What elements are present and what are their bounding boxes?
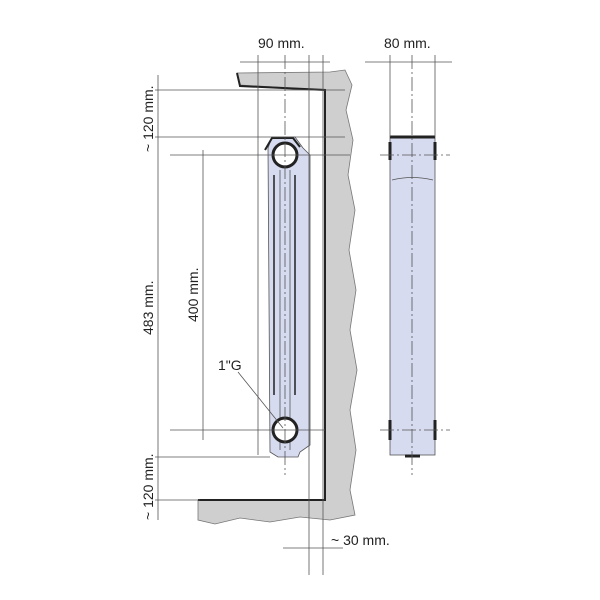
wall-gap-label: ~ 30 mm.	[331, 532, 390, 548]
radiator-side-view	[264, 136, 311, 458]
depth-front-label: 80 mm.	[384, 35, 431, 51]
radiator-front-view	[388, 135, 437, 458]
center-distance-label: 400 mm.	[185, 268, 201, 322]
top-clearance-label: ~ 120 mm.	[140, 85, 156, 152]
dimension-lines	[155, 55, 452, 575]
height-label: 483 mm.	[140, 281, 156, 335]
bottom-clearance-label: ~ 120 mm.	[140, 453, 156, 520]
connection-label: 1"G	[218, 357, 242, 373]
depth-side-label: 90 mm.	[258, 35, 305, 51]
